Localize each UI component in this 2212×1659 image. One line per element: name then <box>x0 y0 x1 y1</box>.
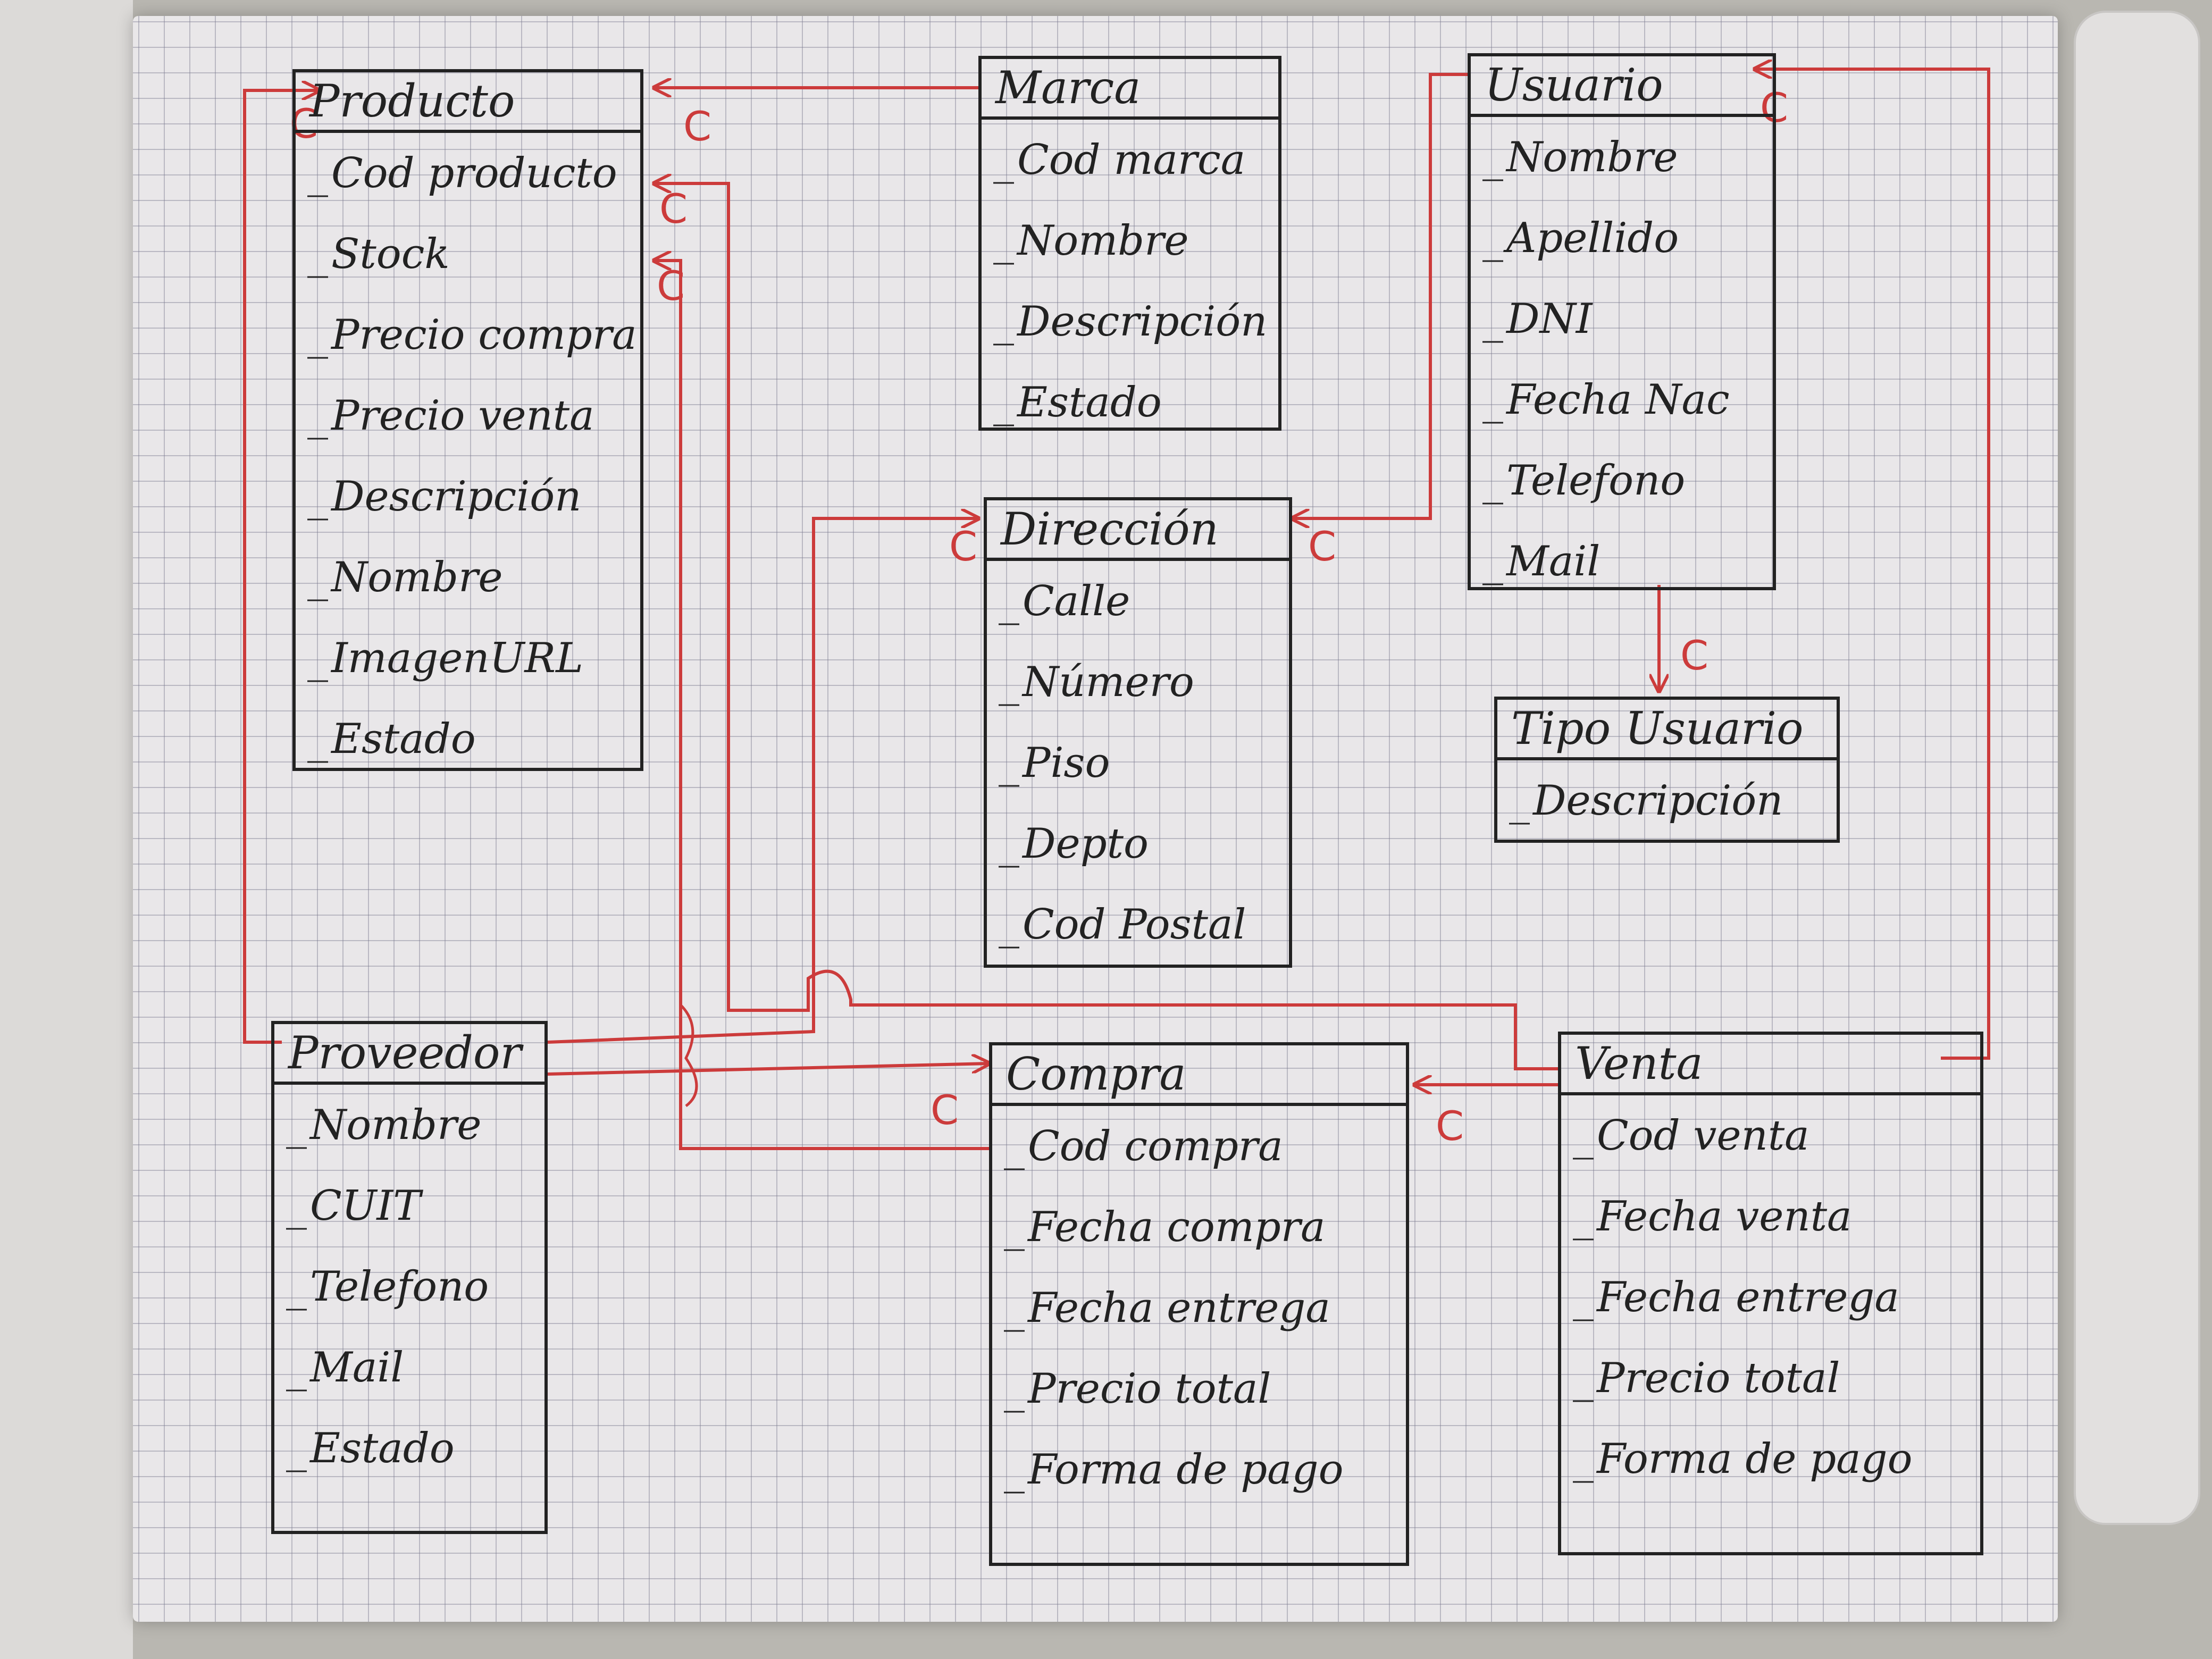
attribute: ImagenURL <box>296 618 640 699</box>
entity-title: Proveedor <box>274 1024 544 1085</box>
entity-proveedor: Proveedor Nombre CUIT Telefono Mail Esta… <box>271 1021 548 1534</box>
entity-title: Venta <box>1561 1035 1980 1095</box>
attribute: Estado <box>274 1408 544 1489</box>
attribute-list: Cod compra Fecha compra Fecha entrega Pr… <box>992 1106 1406 1510</box>
line-venta-usuario <box>1755 69 1990 1060</box>
attribute: Estado <box>982 362 1278 443</box>
entity-usuario: Usuario Nombre Apellido DNI Fecha Nac Te… <box>1468 53 1776 590</box>
attribute: Fecha Nac <box>1471 359 1773 440</box>
attribute-list: Cod venta Fecha venta Fecha entrega Prec… <box>1561 1095 1980 1499</box>
cardinality-marker: C <box>931 1086 959 1134</box>
line-proveedor-compra <box>547 1063 989 1076</box>
attribute: Descripción <box>296 456 640 537</box>
attribute: Nombre <box>274 1085 544 1166</box>
attribute: Mail <box>274 1327 544 1408</box>
cardinality-marker: C <box>657 262 685 309</box>
attribute: Fecha entrega <box>992 1268 1406 1348</box>
attribute: Descripción <box>1497 760 1837 841</box>
attribute: Stock <box>296 214 640 295</box>
attribute-list: Nombre CUIT Telefono Mail Estado <box>274 1085 544 1489</box>
attribute-list: Calle Número Piso Depto Cod Postal <box>987 561 1289 965</box>
notebook-page-edge <box>0 0 133 1659</box>
entity-compra: Compra Cod compra Fecha compra Fecha ent… <box>989 1042 1409 1566</box>
attribute: Número <box>987 642 1289 723</box>
brace-mark <box>680 1004 698 1107</box>
cardinality-marker: C <box>949 523 978 570</box>
attribute: Cod marca <box>982 120 1278 200</box>
entity-title: Tipo Usuario <box>1497 700 1837 760</box>
entity-marca: Marca Cod marca Nombre Descripción Estad… <box>978 56 1281 431</box>
line-proveedor-left <box>243 90 319 1044</box>
line-proveedor-direccion <box>547 518 978 1044</box>
attribute: Cod producto <box>296 133 640 214</box>
attribute: Nombre <box>1471 117 1773 198</box>
attribute: Precio compra <box>296 295 640 375</box>
entity-producto: Producto Cod producto Stock Precio compr… <box>292 69 643 771</box>
next-page-edge <box>2074 11 2200 1525</box>
attribute: Cod Postal <box>987 884 1289 965</box>
attribute: Forma de pago <box>992 1429 1406 1510</box>
cardinality-marker: C <box>1436 1102 1464 1150</box>
attribute-list: Nombre Apellido DNI Fecha Nac Telefono M… <box>1471 117 1773 602</box>
attribute: DNI <box>1471 279 1773 359</box>
attribute: Cod venta <box>1561 1095 1980 1176</box>
attribute: Mail <box>1471 521 1773 602</box>
attribute: Nombre <box>982 200 1278 281</box>
entity-title: Compra <box>992 1045 1406 1106</box>
attribute: Apellido <box>1471 198 1773 279</box>
entity-title: Dirección <box>987 500 1289 561</box>
entity-title: Producto <box>296 72 640 133</box>
line-compra-producto <box>654 182 1558 1070</box>
cardinality-marker: C <box>1308 523 1337 570</box>
attribute: Fecha entrega <box>1561 1257 1980 1338</box>
entity-title: Usuario <box>1471 56 1773 117</box>
attribute: Precio venta <box>296 375 640 456</box>
attribute: Piso <box>987 723 1289 803</box>
attribute: CUIT <box>274 1166 544 1246</box>
attribute-list: Cod producto Stock Precio compra Precio … <box>296 133 640 780</box>
attribute: Calle <box>987 561 1289 642</box>
entity-direccion: Dirección Calle Número Piso Depto Cod Po… <box>984 497 1292 968</box>
entity-venta: Venta Cod venta Fecha venta Fecha entreg… <box>1558 1032 1983 1555</box>
entity-tipo-usuario: Tipo Usuario Descripción <box>1494 697 1840 843</box>
attribute: Forma de pago <box>1561 1419 1980 1499</box>
attribute: Cod compra <box>992 1106 1406 1187</box>
attribute: Precio total <box>992 1348 1406 1429</box>
cardinality-marker: C <box>683 103 712 150</box>
attribute: Fecha venta <box>1561 1176 1980 1257</box>
attribute: Fecha compra <box>992 1187 1406 1268</box>
attribute: Depto <box>987 803 1289 884</box>
cardinality-marker: C <box>1680 632 1709 679</box>
attribute-list: Descripción <box>1497 760 1837 841</box>
line-usuario-direccion <box>1292 73 1468 518</box>
attribute: Precio total <box>1561 1338 1980 1419</box>
entity-title: Marca <box>982 59 1278 120</box>
attribute-list: Cod marca Nombre Descripción Estado <box>982 120 1278 443</box>
attribute: Descripción <box>982 281 1278 362</box>
attribute: Telefono <box>274 1246 544 1327</box>
cardinality-marker: C <box>659 185 688 232</box>
attribute: Nombre <box>296 537 640 618</box>
attribute: Telefono <box>1471 440 1773 521</box>
attribute: Estado <box>296 699 640 780</box>
line-proveedor-producto <box>654 259 989 1150</box>
